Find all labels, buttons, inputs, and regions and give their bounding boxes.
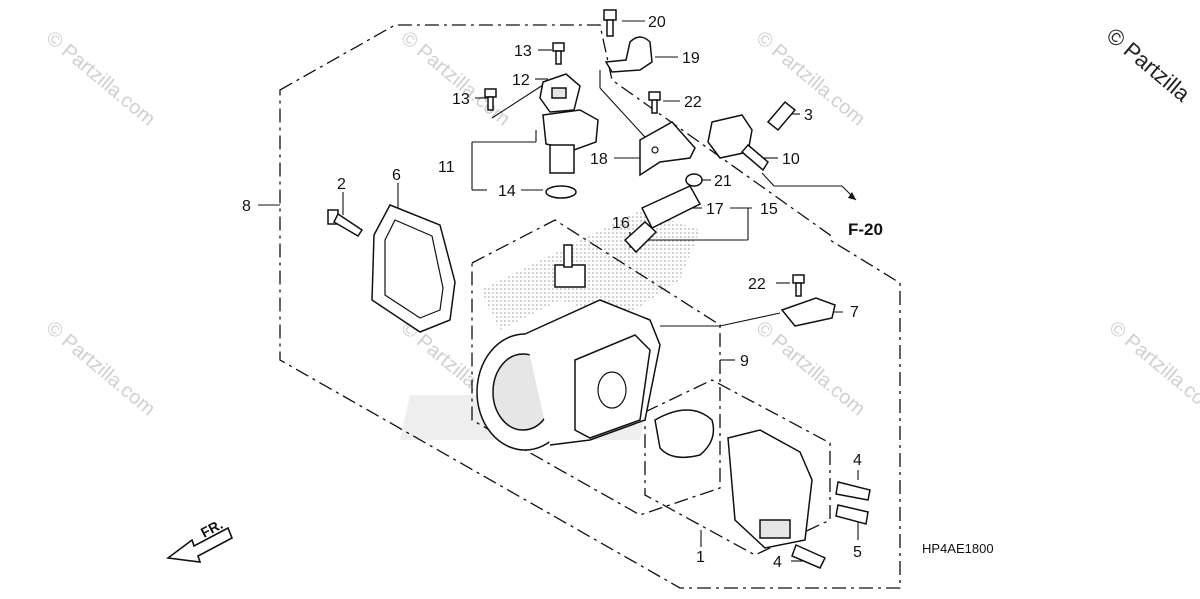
part-sensor-10: [707, 114, 769, 172]
callout-labels: 20 19 13 12 13 22 3 11 18 10 14 21 17 15…: [242, 14, 862, 571]
part-throttle-body: [476, 244, 661, 451]
callout-4: 4: [773, 554, 782, 571]
part-cover-6: [371, 204, 456, 333]
callout-4: 4: [853, 452, 862, 469]
callout-13: 13: [452, 91, 470, 108]
callout-7: 7: [850, 304, 859, 321]
part-screw-13a: [552, 42, 565, 65]
assembly-outline-1: [644, 379, 831, 556]
callout-11: 11: [438, 159, 455, 176]
part-sensor-11: [542, 109, 599, 199]
part-bolt-5: [835, 504, 869, 525]
part-bolt-2: [327, 209, 364, 238]
part-bolt-20: [603, 9, 617, 37]
callout-3: 3: [804, 107, 813, 124]
callout-19: 19: [682, 50, 700, 67]
part-screw-13b: [484, 88, 497, 111]
callout-21: 21: [714, 173, 732, 190]
assembly-outline-9: [471, 219, 721, 516]
reference-arrow: [848, 192, 856, 200]
part-screw-22b: [792, 274, 805, 297]
watermark: © Partzilla.com: [42, 317, 159, 420]
callout-18: 18: [590, 151, 608, 168]
watermark: © Partzilla.com: [752, 317, 869, 420]
callout-14: 14: [498, 183, 516, 200]
part-bracket-18: [639, 121, 696, 177]
part-injector-16: [623, 185, 702, 254]
callout-9: 9: [740, 353, 749, 370]
callout-17: 17: [706, 201, 724, 218]
watermark-corner: © Partzilla: [1102, 23, 1196, 107]
callout-12: 12: [512, 72, 530, 89]
callout-5: 5: [853, 544, 862, 561]
callout-16: 16: [612, 215, 630, 232]
callout-6: 6: [392, 167, 401, 184]
callout-1: 1: [696, 549, 705, 566]
front-arrow-icon: [165, 526, 234, 563]
callout-2: 2: [337, 176, 346, 193]
watermark: © Partzilla.com: [1105, 317, 1200, 420]
part-clamp-19: [604, 36, 653, 73]
diagram-code: HP4AE1800: [922, 541, 994, 556]
callout-13: 13: [514, 43, 532, 60]
callout-15: 15: [760, 201, 778, 218]
callout-22: 22: [684, 94, 702, 111]
callout-10: 10: [782, 151, 800, 168]
part-bolt-4a: [835, 481, 871, 501]
part-screw-22a: [648, 91, 661, 114]
part-gasket: [654, 409, 715, 459]
callout-8: 8: [242, 198, 251, 215]
part-oring-21: [685, 173, 703, 187]
callout-22: 22: [748, 276, 766, 293]
reference-label: F-20: [848, 220, 883, 239]
part-sensor-1: [727, 429, 813, 549]
part-bolt-3: [766, 100, 797, 132]
watermark: © Partzilla.com: [42, 27, 159, 130]
part-plate-7: [780, 297, 836, 327]
callout-20: 20: [648, 14, 666, 31]
part-bolt-4b: [791, 543, 827, 569]
part-cap-12: [539, 73, 581, 113]
